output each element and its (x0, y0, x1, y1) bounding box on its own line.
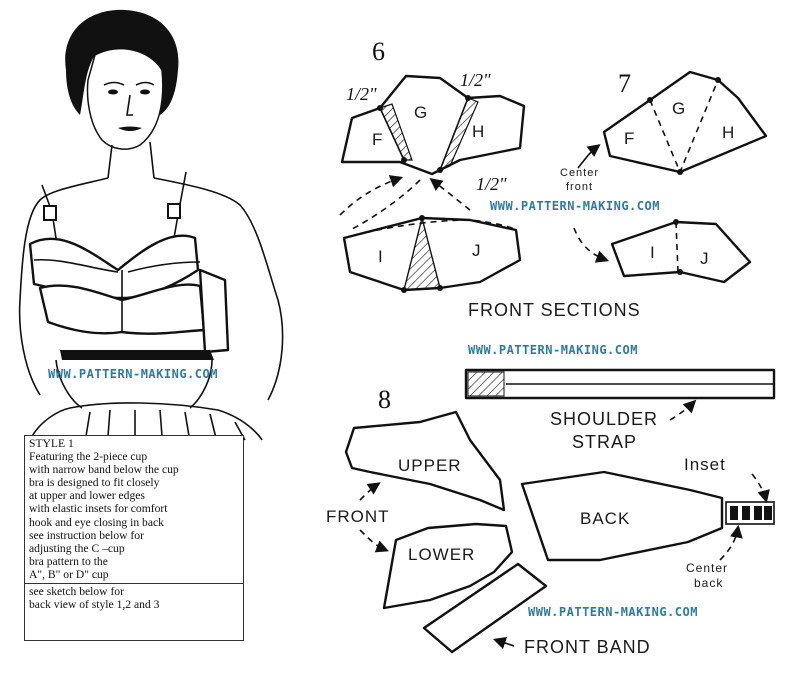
style-line: with elastic insets for comfort (29, 502, 168, 516)
piece-label-lower: LOWER (408, 545, 475, 564)
style-line: with narrow band below the cup (29, 463, 179, 477)
annotation-front: FRONT (326, 507, 390, 526)
piece-label-upper: UPPER (398, 456, 462, 475)
style-line: see instruction below for (29, 528, 144, 542)
style-line: bra pattern to the (29, 554, 108, 568)
piece-label-h6: H (472, 122, 484, 141)
figure-number-6: 6 (372, 37, 385, 66)
style-line: Featuring the 2-piece cup (29, 450, 148, 464)
figure-7: 7 F G H Center front I J (560, 69, 768, 284)
style-line: adjusting the C –cup (29, 541, 125, 555)
piece-label-back: BACK (580, 509, 630, 528)
piece-label-j7: J (700, 249, 709, 268)
piece-label-h7: H (722, 123, 734, 142)
watermark-bottom: WWW.PATTERN-MAKING.COM (528, 605, 698, 619)
piece-label-f6: F (372, 130, 382, 149)
annotation-front-sections: FRONT SECTIONS (468, 300, 641, 320)
hook-and-eye-inset-icon (725, 501, 775, 525)
style-line: A", B" or D" cup (29, 567, 109, 581)
figure-6: 6 F G H 1/2" 1/2" 1/2" I J (339, 37, 526, 293)
annotation-center-back-2: back (694, 576, 723, 590)
style-footer-line: see sketch below for (29, 585, 124, 599)
style-line: hook and eye closing in back (29, 515, 164, 529)
watermark-strap: WWW.PATTERN-MAKING.COM (468, 343, 638, 357)
fraction-left: 1/2" (346, 84, 377, 104)
fraction-right: 1/2" (460, 70, 491, 90)
style-box-divider (25, 583, 243, 585)
annotation-center-back-1: Center (686, 561, 728, 575)
style-description-box: STYLE 1 Featuring the 2-piece cup with n… (24, 435, 244, 641)
fashion-figure-illustration (18, 9, 284, 441)
fraction-lower: 1/2" (476, 174, 507, 194)
watermark-fig6: WWW.PATTERN-MAKING.COM (490, 199, 660, 213)
watermark-figure: WWW.PATTERN-MAKING.COM (48, 367, 218, 381)
annotation-inset: Inset (684, 455, 726, 474)
style-line: STYLE 1 (29, 437, 74, 450)
style-line: at upper and lower edges (29, 489, 145, 503)
piece-label-f7: F (624, 129, 634, 148)
style-line: bra is designed to fit closely (29, 476, 160, 490)
piece-label-i6: I (378, 247, 383, 266)
piece-label-g6: G (414, 103, 427, 122)
piece-label-i7: I (650, 243, 655, 262)
figure-number-7: 7 (618, 69, 631, 98)
piece-label-j6: J (472, 241, 481, 260)
figure-number-8: 8 (378, 385, 391, 414)
annotation-center-front-2: front (566, 181, 593, 193)
figure-8: 8 UPPER LOWER BACK Inset Center back FRO… (326, 385, 775, 657)
piece-label-g7: G (672, 99, 685, 118)
annotation-shoulder-2: STRAP (572, 432, 637, 452)
style-footer-line: back view of style 1,2 and 3 (29, 598, 160, 612)
annotation-shoulder-1: SHOULDER (550, 409, 658, 429)
shoulder-strap-piece (464, 368, 776, 400)
annotation-front-band: FRONT BAND (524, 637, 651, 657)
annotation-center-front-1: Center (560, 167, 599, 179)
